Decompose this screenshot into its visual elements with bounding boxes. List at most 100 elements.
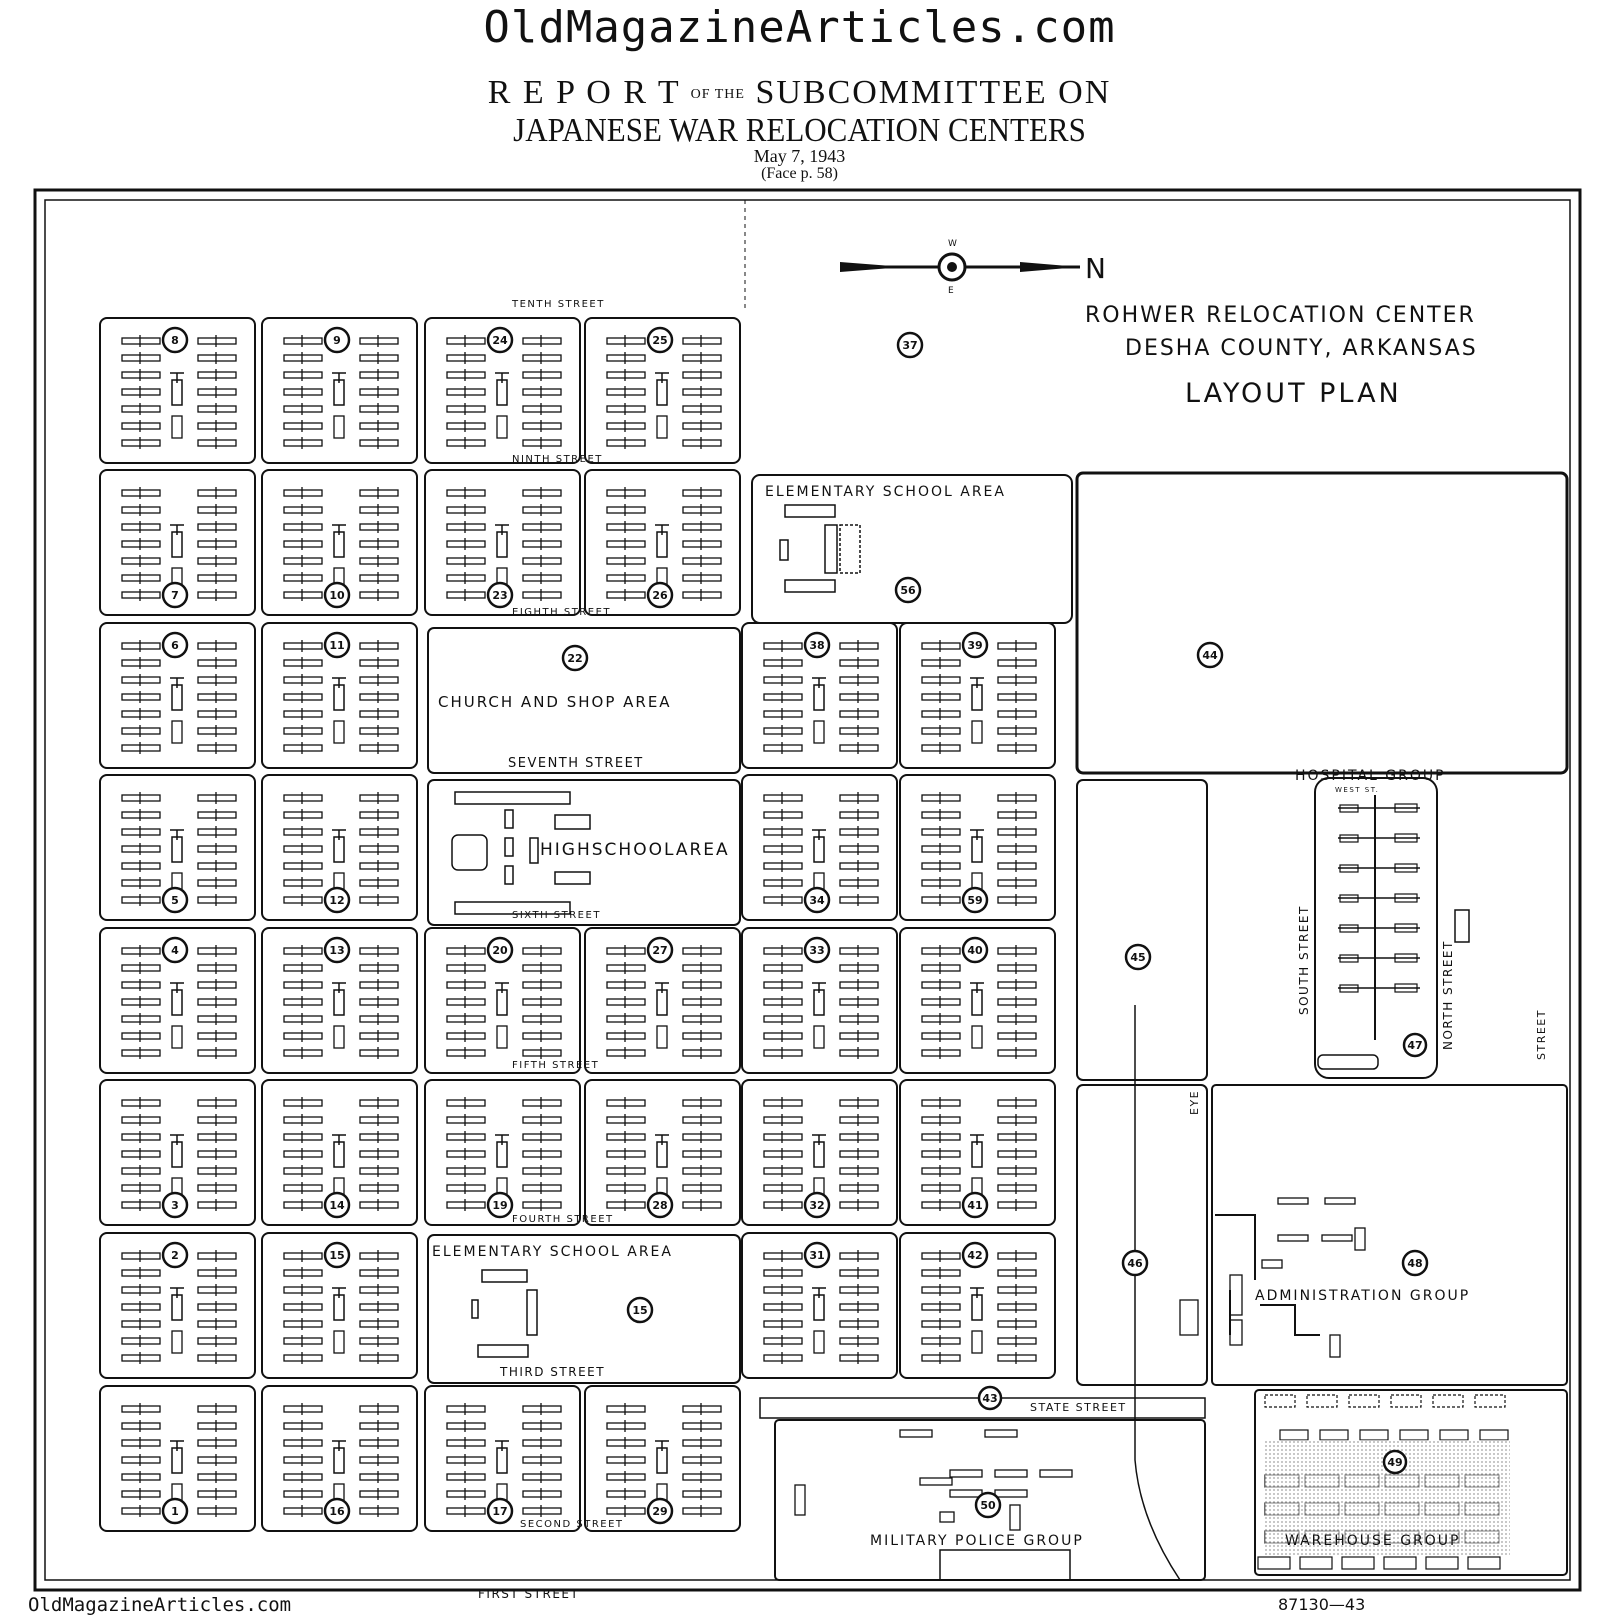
svg-text:46: 46 [1127,1257,1143,1270]
block-marker: 20 [486,936,514,964]
hospital-group-area [1314,777,1438,1079]
svg-text:14: 14 [329,1199,345,1212]
street-eye: EYE [1188,1090,1201,1115]
svg-text:42: 42 [967,1249,982,1262]
svg-text:15: 15 [632,1304,647,1317]
map-title-line1: ROHWER RELOCATION CENTER [1085,303,1476,328]
svg-text:3: 3 [171,1199,179,1212]
residential-block [261,317,418,464]
report-title: R E P O R T OF THE SUBCOMMITTEE ON [0,74,1599,112]
block-marker: 3 [161,1191,189,1219]
street-west: WEST ST. [1335,786,1379,794]
block-marker: 5 [161,886,189,914]
block-marker: 16 [323,1497,351,1525]
label-hospital: HOSPITAL GROUP [1295,768,1446,784]
admin-buildings [1179,1197,1366,1358]
block-marker: 31 [803,1241,831,1269]
block-marker: 41 [961,1191,989,1219]
block-marker: 40 [961,936,989,964]
residential-block [261,1385,418,1532]
residential-block [99,469,256,616]
block-marker: 6 [161,631,189,659]
site-watermark-top: OldMagazineArticles.com [483,2,1116,53]
residential-block [741,774,898,921]
block-marker: 27 [646,936,674,964]
block-marker: 7 [161,581,189,609]
svg-text:39: 39 [967,639,982,652]
svg-text:12: 12 [329,894,344,907]
svg-text:10: 10 [329,589,345,602]
residential-block [99,1232,256,1379]
svg-text:4: 4 [171,944,179,957]
svg-text:22: 22 [567,652,582,665]
svg-text:24: 24 [492,334,508,347]
residential-block [424,469,581,616]
street-eighth: EIGHTH STREET [512,607,611,618]
high-school-area [427,779,741,926]
block-marker: 13 [323,936,351,964]
block-marker: 10 [323,581,351,609]
street-right-edge: STREET [1535,1009,1548,1060]
svg-text:9: 9 [333,334,341,347]
residential-block [261,1232,418,1379]
svg-text:7: 7 [171,589,179,602]
block-marker: 32 [803,1191,831,1219]
svg-text:33: 33 [809,944,824,957]
residential-block [899,1232,1056,1379]
residential-block [99,774,256,921]
svg-text:2: 2 [171,1249,179,1262]
block-marker: 44 [1196,641,1224,669]
block-marker: 1 [161,1497,189,1525]
block-marker: 29 [646,1497,674,1525]
block-marker: 4 [161,936,189,964]
label-elem-school-bottom: ELEMENTARY SCHOOL AREA [432,1244,673,1260]
elem-school-top-buildings [779,504,861,593]
road-curve [1134,1005,1181,1581]
block-marker: 50 [974,1491,1002,1519]
street-sixth: SIXTH STREET [512,910,601,921]
open-area-46 [1076,1084,1208,1386]
church-shop-area [427,627,741,774]
street-first: FIRST STREET [478,1587,579,1601]
residential-block [899,927,1056,1074]
residential-block [584,469,741,616]
hospital-buildings [1317,795,1470,1070]
residential-block [584,1079,741,1226]
open-area-45 [1076,779,1208,1081]
block-marker: 37 [896,331,924,359]
map-title-line3: LAYOUT PLAN [1185,378,1402,409]
svg-text:34: 34 [809,894,825,907]
label-high-school: HIGHSCHOOLAREA [540,840,730,860]
street-labels: TENTH STREET NINTH STREET EIGHTH STREET … [478,299,1548,1601]
residential-block [261,622,418,769]
elem-school-bottom-area [427,1234,741,1384]
svg-text:56: 56 [900,584,916,597]
label-military-police: MILITARY POLICE GROUP [870,1533,1084,1549]
residential-block [899,1079,1056,1226]
residential-blocks [99,317,1056,1532]
residential-block [261,927,418,1074]
residential-block [741,927,898,1074]
residential-block [741,1079,898,1226]
block-marker: 28 [646,1191,674,1219]
block-marker: 42 [961,1241,989,1269]
svg-text:40: 40 [967,944,983,957]
compass-west: W [948,239,957,249]
block-marker: 2 [161,1241,189,1269]
block-marker: 48 [1401,1249,1429,1277]
block-marker: 9 [323,326,351,354]
block-marker: 23 [486,581,514,609]
street-south: SOUTH STREET [1297,905,1311,1015]
svg-text:25: 25 [652,334,667,347]
high-school-buildings [451,791,591,915]
svg-text:19: 19 [492,1199,507,1212]
residential-block [424,317,581,464]
svg-text:8: 8 [171,334,179,347]
label-warehouse: WAREHOUSE GROUP [1285,1533,1461,1549]
residential-block [584,927,741,1074]
label-elem-school-top: ELEMENTARY SCHOOL AREA [765,484,1006,500]
block-marker: 15 [323,1241,351,1269]
block-marker: 19 [486,1191,514,1219]
svg-text:41: 41 [967,1199,982,1212]
plate-number: 87130—43 [1278,1595,1365,1614]
